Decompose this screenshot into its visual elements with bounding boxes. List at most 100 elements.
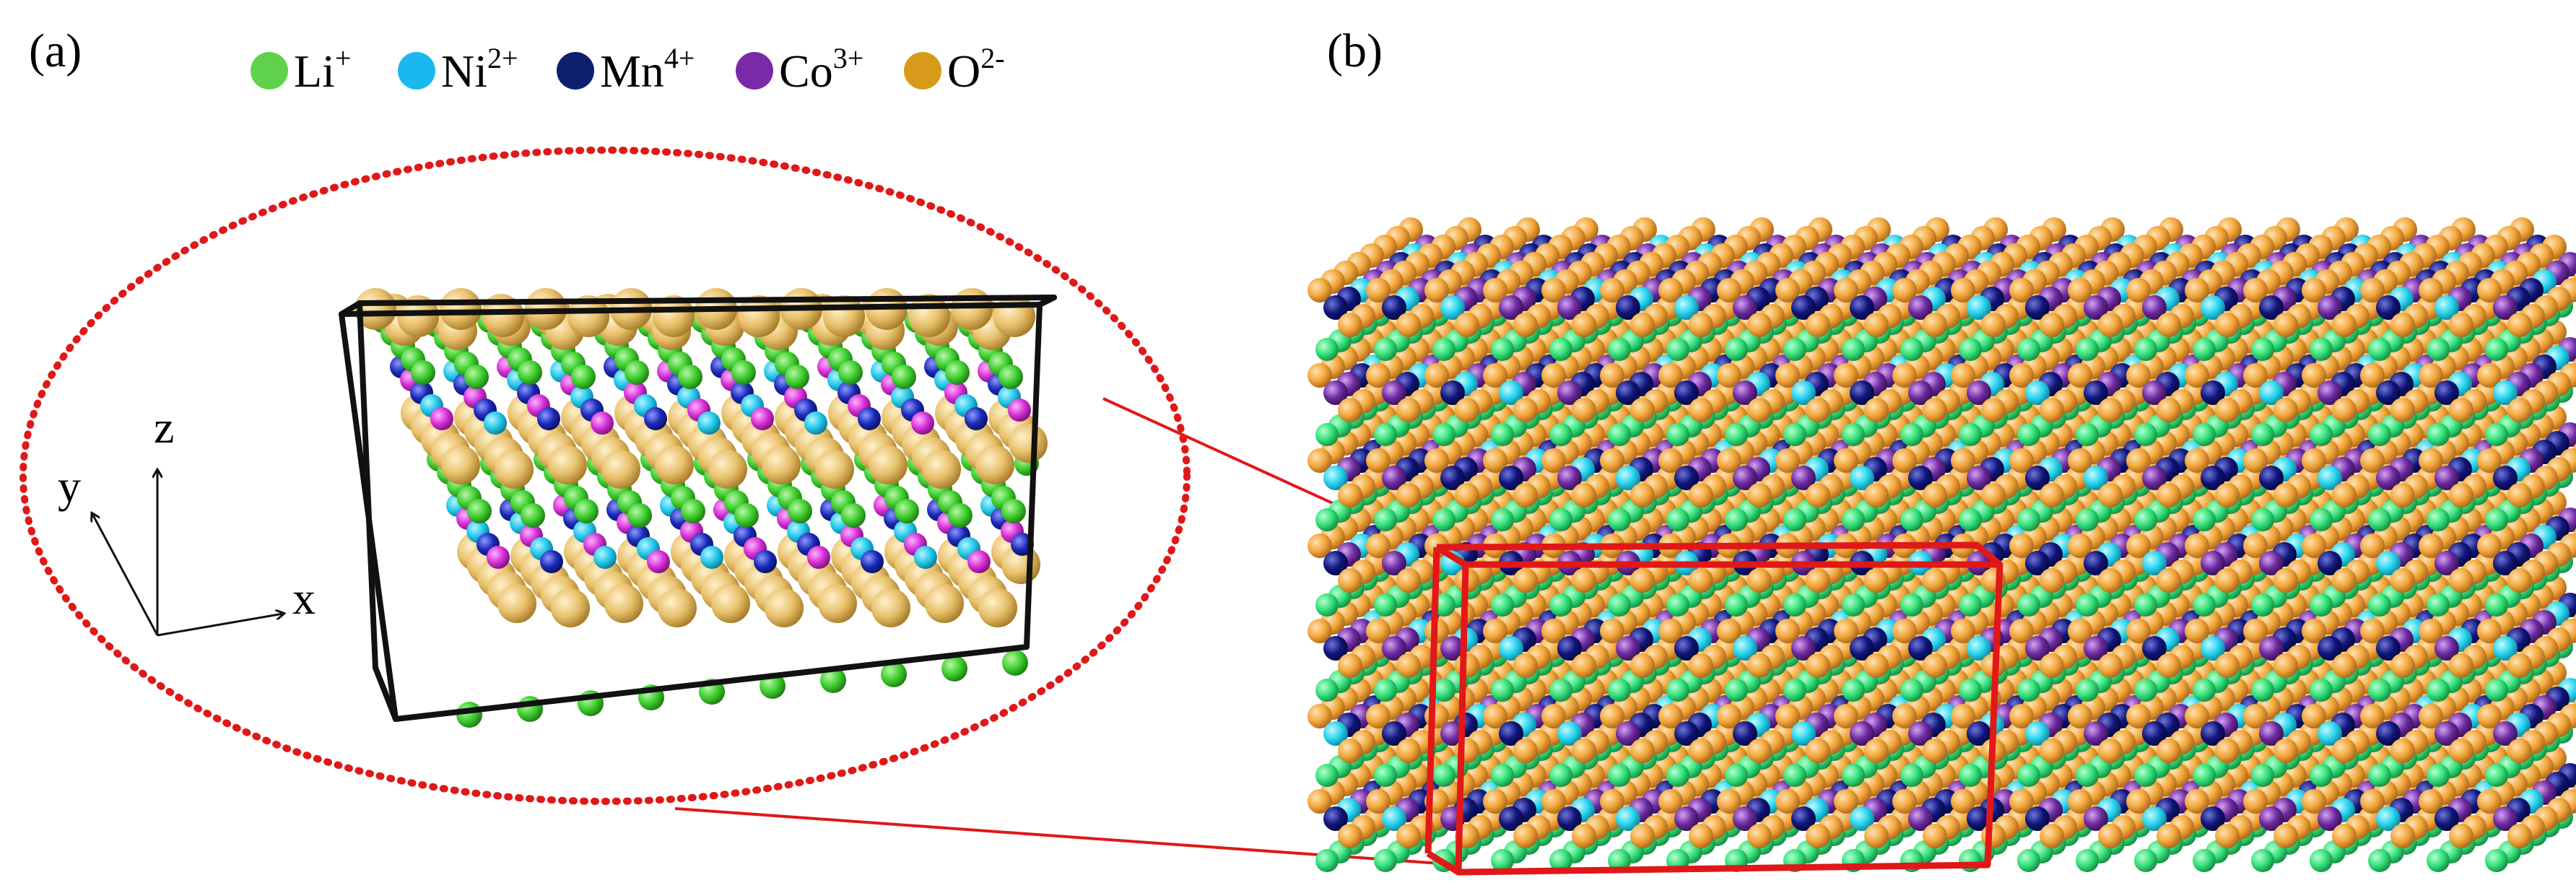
li-atom [2368, 679, 2391, 702]
ni-atom [1323, 721, 1348, 746]
co-atom [2434, 636, 2459, 661]
li-atom [1842, 593, 1865, 617]
li-atom [731, 360, 756, 385]
mn-atom [2434, 380, 2459, 405]
li-atom [2017, 338, 2040, 361]
ni-atom [1557, 721, 1582, 746]
co-atom [807, 546, 830, 569]
mn-atom [1791, 295, 1816, 320]
ni-atom [2084, 466, 2108, 490]
li-atom [1549, 764, 1572, 787]
li-atom [1549, 338, 1572, 361]
o-atom [2126, 363, 2151, 388]
li-atom [1608, 508, 1631, 531]
li-atom [1315, 338, 1339, 361]
o-atom [975, 445, 1014, 484]
o-atom [2360, 619, 2385, 643]
o-atom [2507, 739, 2532, 763]
unit-cell-frame [339, 295, 1057, 722]
li-atom [2134, 593, 2157, 617]
o-atom [1923, 739, 1947, 763]
ni-atom [484, 412, 507, 435]
cell-edge [339, 300, 362, 317]
li-atom [1666, 338, 1689, 361]
o-atom [1923, 653, 1947, 678]
o-atom [1689, 483, 1713, 508]
o-atom [2302, 619, 2326, 643]
li-atom [1315, 423, 1339, 446]
ni-atom [1616, 466, 1640, 490]
o-atom [2390, 653, 2415, 678]
li-atom [625, 360, 649, 385]
o-atom [1747, 483, 1772, 508]
li-atom [1491, 508, 1514, 531]
o-atom [2332, 653, 2357, 678]
o-atom [1923, 398, 1947, 422]
o-atom [2009, 619, 2034, 643]
o-atom [2098, 313, 2123, 337]
o-atom [1747, 568, 1772, 593]
o-atom [1572, 739, 1596, 763]
o-atom [2040, 568, 2064, 593]
o-atom [1630, 483, 1655, 508]
co-atom [2025, 636, 2050, 661]
supercell-structure [1307, 217, 2576, 876]
o-atom [655, 445, 694, 484]
o-atom [1806, 568, 1830, 593]
o-atom [2507, 568, 2532, 593]
co-atom [1616, 721, 1640, 746]
ni-atom [1791, 721, 1816, 746]
o-atom [908, 295, 950, 337]
o-atom [1455, 653, 1479, 678]
li-atom [1842, 679, 1865, 702]
o-atom [2477, 534, 2502, 558]
li-atom [1900, 338, 1923, 361]
o-atom [1630, 739, 1655, 763]
co-atom [487, 546, 510, 569]
li-atom [1315, 764, 1339, 787]
li-atom [1959, 423, 1982, 446]
mn-atom [1616, 295, 1640, 320]
li-atom [2427, 679, 2450, 702]
o-atom [2332, 313, 2357, 337]
li-atom [1725, 423, 1748, 446]
ni-atom [2434, 295, 2459, 320]
o-atom [1658, 278, 1683, 302]
o-atom [2040, 653, 2064, 678]
o-atom [1834, 619, 1858, 643]
li-atom [2193, 593, 2216, 617]
o-atom [2098, 483, 2123, 508]
o-atom [1600, 278, 1624, 302]
mn-atom [2318, 636, 2342, 661]
li-atom [2017, 593, 2040, 617]
o-atom [2449, 313, 2473, 337]
ni-swatch-icon [398, 52, 435, 90]
ni-atom [2201, 295, 2225, 320]
o-atom [1864, 653, 1889, 678]
mn-atom [537, 407, 560, 430]
o-atom [2332, 398, 2357, 422]
o-atom [354, 288, 396, 330]
li-atom [2134, 338, 2157, 361]
o-atom [2477, 619, 2502, 643]
o-atom [1483, 363, 1507, 388]
o-atom [2302, 278, 2326, 302]
o-atom [1366, 363, 1391, 388]
o-atom [1630, 653, 1655, 678]
li-atom [1666, 508, 1689, 531]
co-atom [1791, 636, 1816, 661]
li-atom [2427, 338, 2450, 361]
o-atom [1630, 568, 1655, 593]
li-atom [2193, 764, 2216, 787]
o-atom [1366, 278, 1391, 302]
o-atom [2419, 534, 2443, 558]
o-atom [1338, 568, 1362, 593]
li-atom [1725, 338, 1748, 361]
o-atom [1747, 739, 1772, 763]
li-atom [1549, 508, 1572, 531]
li-atom [2368, 338, 2391, 361]
ni-atom [700, 546, 723, 569]
li-atom [2134, 764, 2157, 787]
o-atom [2390, 739, 2415, 763]
